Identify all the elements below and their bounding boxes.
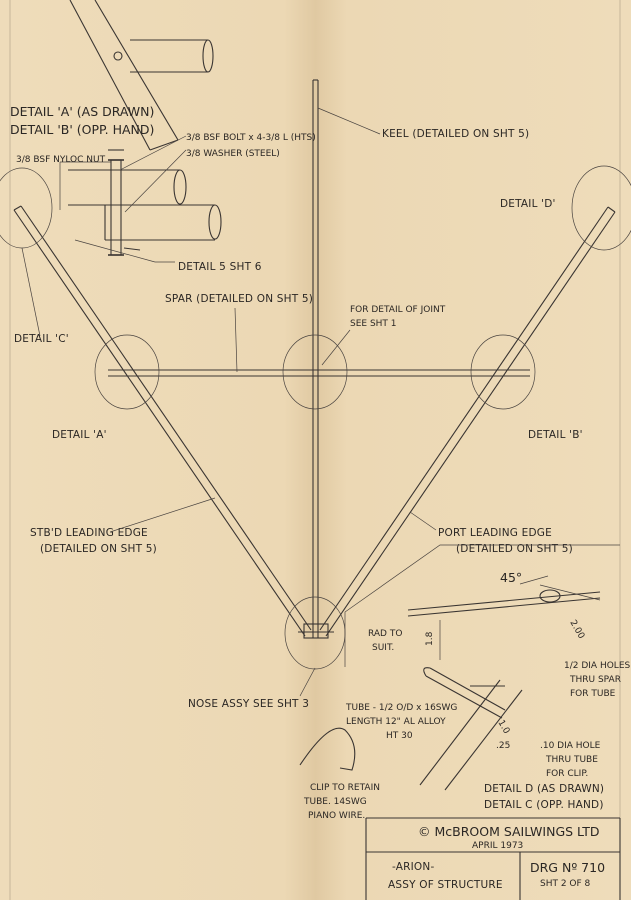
detail-a-label: DETAIL 'A': [52, 429, 107, 441]
detail-a-as-drawn-label: DETAIL 'A' (AS DRAWN): [10, 104, 154, 119]
title-date: APRIL 1973: [472, 841, 523, 851]
detail-d-label: DETAIL 'D': [500, 198, 556, 210]
top-tube-detail: [69, 0, 214, 151]
joint-label-line1: FOR DETAIL OF JOINT: [350, 305, 446, 315]
title-name: -ARION-: [392, 861, 434, 873]
clip-shape: [299, 727, 356, 771]
nose-circle: [284, 596, 346, 670]
stbd-label-line2: (DETAILED ON SHT 5): [40, 543, 157, 555]
detail-d-inset: [344, 544, 620, 791]
port-leading-edge: [319, 206, 616, 637]
spar-label: SPAR (DETAILED ON SHT 5): [165, 293, 313, 305]
rad-label-line1: RAD TO: [368, 629, 402, 639]
title-company: © McBROOM SAILWINGS LTD: [418, 824, 600, 839]
washer-label: 3/8 WASHER (STEEL): [186, 149, 280, 159]
dim-10-label: 1.0: [495, 719, 511, 737]
joint-label-line2: SEE SHT 1: [350, 319, 397, 329]
clip-label-line2: TUBE. 14SWG: [303, 797, 367, 807]
nyloc-nut-label: 3/8 BSF NYLOC NUT: [16, 155, 106, 165]
dim-18-label: 1.8: [425, 631, 435, 646]
nose-label: NOSE ASSY SEE SHT 3: [188, 698, 309, 710]
title-desc: ASSY OF STRUCTURE: [388, 879, 503, 891]
keel-member: [312, 79, 319, 638]
tube-label-line2: LENGTH 12" AL ALLOY: [346, 717, 446, 727]
nose-assembly: [298, 623, 334, 639]
detail-c-opp-label: DETAIL C (OPP. HAND): [484, 799, 604, 811]
holes-label-line1: 1/2 DIA HOLES: [564, 661, 630, 671]
detail-b-circle: [470, 334, 536, 410]
detail-c-label: DETAIL 'C': [14, 333, 69, 345]
clip-label-line1: CLIP TO RETAIN: [310, 783, 380, 793]
port-label-line2: (DETAILED ON SHT 5): [456, 543, 573, 555]
bolt-label: 3/8 BSF BOLT x 4-3/8 L (HTS): [186, 133, 316, 143]
detail-c-circle: [0, 167, 53, 249]
title-sheet: SHT 2 OF 8: [540, 879, 591, 889]
holes-label-line3: FOR TUBE: [570, 689, 616, 699]
detail-d-drawn-label: DETAIL D (AS DRAWN): [484, 783, 604, 795]
stbd-leading-edge: [13, 205, 312, 637]
hole-label-line2: THRU TUBE: [545, 755, 598, 765]
title-drg: DRG Nº 710: [530, 860, 605, 875]
holes-label-line2: THRU SPAR: [569, 675, 621, 685]
dim-25-label: .25: [496, 741, 510, 751]
tube-label-line3: HT 30: [386, 731, 413, 741]
bolt-inset: [59, 149, 222, 263]
port-label-line1: PORT LEADING EDGE: [438, 527, 552, 539]
clip-label-line3: PIANO WIRE.: [308, 811, 365, 821]
stbd-label-line1: STB'D LEADING EDGE: [30, 527, 148, 539]
detail5-label: DETAIL 5 SHT 6: [178, 261, 262, 273]
joint-circle: [282, 334, 348, 410]
dim-200-label: 2.00: [567, 619, 586, 642]
detail-b-opp-hand-label: DETAIL 'B' (OPP. HAND): [10, 122, 154, 137]
keel-label: KEEL (DETAILED ON SHT 5): [382, 128, 529, 140]
tube-label-line1: TUBE - 1/2 O/D x 16SWG: [345, 703, 457, 713]
detail-d-circle: [571, 165, 631, 251]
spar-member: [108, 369, 530, 377]
hole-label-line3: FOR CLIP.: [546, 769, 588, 779]
title-block: [365, 817, 621, 900]
angle-label: 45°: [500, 570, 522, 585]
hole-label-line1: .10 DIA HOLE: [540, 741, 601, 751]
detail-a-circle: [94, 334, 160, 410]
rad-label-line2: SUIT.: [372, 643, 394, 653]
detail-b-label: DETAIL 'B': [528, 429, 583, 441]
